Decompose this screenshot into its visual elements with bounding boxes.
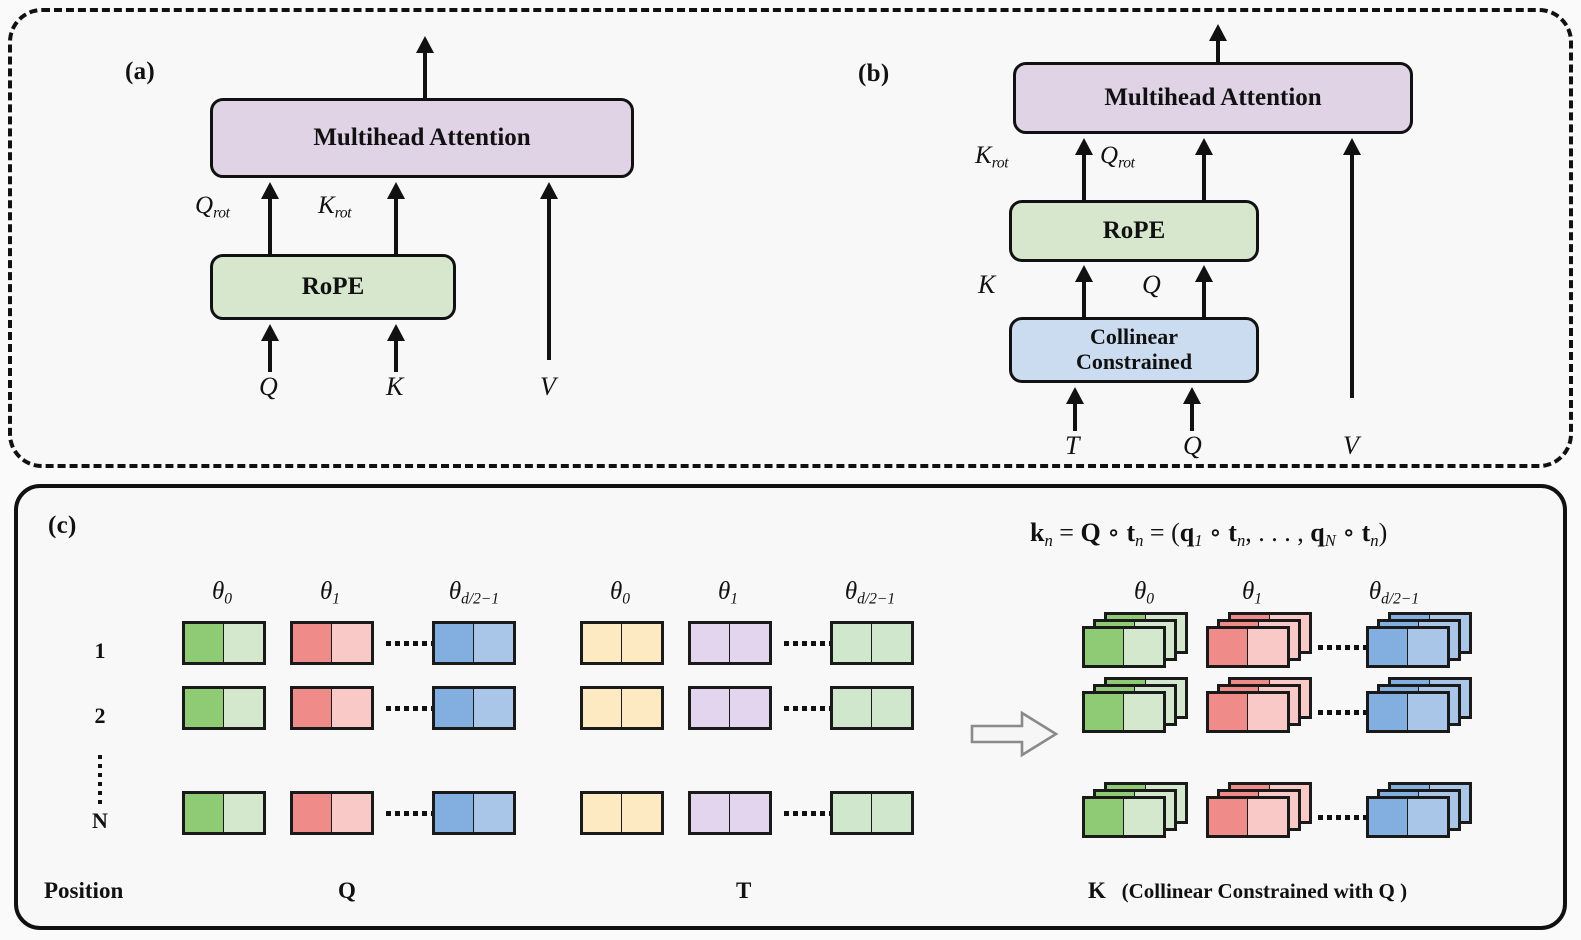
k-cell-r1-c1: [1206, 612, 1316, 668]
input-label-v-b: V: [1343, 431, 1359, 460]
q-cell-r2-c0: [182, 686, 266, 730]
q-theta-header-0: θ0: [211, 578, 233, 608]
collinear-formula: kn = Q ∘ tn = (q1 ∘ tn, . . . , qN ∘ tn): [1030, 518, 1388, 550]
q-cell-r1-c1: [290, 621, 374, 665]
t-cell-rN-c0: [580, 791, 664, 835]
label-q-rot-b: Qrot: [1100, 142, 1135, 172]
t-cell-r1-cd: [830, 621, 914, 665]
bottom-label-t: T: [736, 878, 752, 903]
bottom-label-k-letter: K: [1088, 878, 1106, 903]
t-theta-header-1: θ1: [717, 578, 739, 608]
row-label-n: N: [92, 808, 108, 833]
k-theta-header-d: θd/2−1: [1368, 578, 1420, 608]
q-cell-r1-c0: [182, 621, 266, 665]
t-cell-r2-c0: [580, 686, 664, 730]
row-ellipsis: [98, 755, 102, 804]
q-cell-rN-c0: [182, 791, 266, 835]
input-label-q-b: Q: [1183, 431, 1202, 460]
q-cell-r1-cd: [432, 621, 516, 665]
bottom-label-position: Position: [44, 878, 124, 903]
block-multihead-attention-a: Multihead Attention: [210, 98, 634, 178]
k-cell-r2-c0: [1082, 677, 1192, 733]
input-label-q-a: Q: [259, 372, 278, 401]
k-theta-header-1: θ1: [1241, 578, 1263, 608]
t-cell-r2-cd: [830, 686, 914, 730]
q-cell-rN-cd: [432, 791, 516, 835]
input-label-v-a: V: [540, 372, 556, 401]
t-cell-rN-cd: [830, 791, 914, 835]
transform-right-arrow-icon: [968, 708, 1060, 765]
block-collinear-constrained-b: Collinear Constrained: [1009, 317, 1259, 383]
t-theta-header-0: θ0: [609, 578, 631, 608]
k-cell-r2-cd: [1366, 677, 1476, 733]
t-cell-r1-c1: [688, 621, 772, 665]
q-theta-header-1: θ1: [319, 578, 341, 608]
input-label-k-a: K: [386, 372, 404, 401]
label-k-b: K: [978, 270, 996, 299]
k-cell-r1-cd: [1366, 612, 1476, 668]
row-label-2: 2: [94, 703, 106, 728]
t-cell-r1-c0: [580, 621, 664, 665]
bottom-label-k: K (Collinear Constrained with Q ): [1088, 878, 1407, 904]
q-cell-r2-c1: [290, 686, 374, 730]
input-label-t-b: T: [1065, 431, 1080, 460]
row-label-1: 1: [94, 638, 106, 663]
cc-label-line1: Collinear: [1090, 324, 1178, 350]
block-rope-a: RoPE: [210, 254, 456, 320]
k-cell-r2-c1: [1206, 677, 1316, 733]
bottom-label-q: Q: [338, 878, 356, 903]
q-cell-rN-c1: [290, 791, 374, 835]
bottom-label-k-note: (Collinear Constrained with Q ): [1121, 879, 1408, 903]
k-cell-rN-c0: [1082, 782, 1192, 838]
k-cell-r1-c0: [1082, 612, 1192, 668]
formula-k: k: [1030, 518, 1045, 547]
label-q-rot-a: Qrot: [195, 192, 230, 222]
k-cell-rN-cd: [1366, 782, 1476, 838]
q-cell-r2-cd: [432, 686, 516, 730]
label-q-b: Q: [1142, 270, 1161, 299]
k-cell-rN-c1: [1206, 782, 1316, 838]
k-theta-header-0: θ0: [1133, 578, 1155, 608]
q-theta-header-d: θd/2−1: [448, 578, 500, 608]
label-k-rot-b: Krot: [975, 142, 1009, 172]
label-k-rot-a: Krot: [318, 192, 352, 222]
panel-c-tag: (c): [48, 512, 77, 539]
block-rope-b: RoPE: [1009, 200, 1259, 262]
block-multihead-attention-b: Multihead Attention: [1013, 62, 1413, 134]
t-cell-r2-c1: [688, 686, 772, 730]
panel-b-tag: (b): [858, 60, 890, 87]
t-cell-rN-c1: [688, 791, 772, 835]
panel-a-tag: (a): [125, 58, 156, 85]
cc-label-line2: Constrained: [1075, 349, 1193, 374]
t-theta-header-d: θd/2−1: [844, 578, 896, 608]
